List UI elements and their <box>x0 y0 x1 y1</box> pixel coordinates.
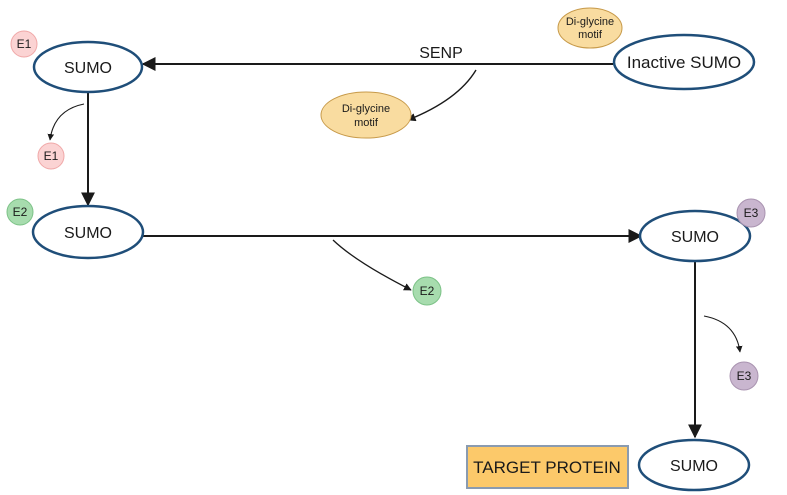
sumo-node-2: SUMO <box>31 204 145 260</box>
e2-bound-label: E2 <box>13 205 28 219</box>
sumo-node-3: SUMO <box>638 209 752 263</box>
motif-released-line1: Di-glycine <box>342 103 390 115</box>
motif-attached-line2: motif <box>578 29 603 41</box>
di-glycine-motif-released: Di-glycine motif <box>320 91 412 139</box>
motif-release-curve <box>407 69 477 122</box>
target-protein-label: TARGET PROTEIN <box>473 458 621 477</box>
sumo-node-2-label: SUMO <box>64 225 112 242</box>
sumo-node-4-label: SUMO <box>670 458 718 475</box>
sumo-node-4: SUMO <box>637 438 751 492</box>
e1-released-label: E1 <box>44 149 59 163</box>
senp-label: SENP <box>419 45 463 62</box>
sumo-node-1-label: SUMO <box>64 60 112 77</box>
e2-release-curve <box>332 239 412 291</box>
target-protein-box: TARGET PROTEIN <box>466 445 629 489</box>
sumo-node-1: SUMO <box>32 40 144 94</box>
e3-bound-enzyme: E3 <box>736 198 766 228</box>
e3-released-enzyme: E3 <box>729 361 759 391</box>
e2-released-label: E2 <box>420 284 435 298</box>
e1-bound-enzyme: E1 <box>10 30 38 58</box>
e2-bound-enzyme: E2 <box>6 198 34 226</box>
e3-bound-label: E3 <box>744 206 759 220</box>
inactive-sumo-node: Inactive SUMO <box>612 33 756 91</box>
e1-release-curve <box>47 103 85 141</box>
e3-released-label: E3 <box>737 369 752 383</box>
di-glycine-motif-attached: Di-glycine motif <box>557 7 623 49</box>
e1-bound-label: E1 <box>17 37 32 51</box>
e3-release-curve <box>703 315 743 353</box>
sumo-node-3-label: SUMO <box>671 229 719 246</box>
e1-released-enzyme: E1 <box>37 142 65 170</box>
motif-released-line2: motif <box>354 117 379 129</box>
e2-released-enzyme: E2 <box>412 276 442 306</box>
motif-attached-line1: Di-glycine <box>566 16 614 28</box>
inactive-sumo-label: Inactive SUMO <box>627 53 741 72</box>
